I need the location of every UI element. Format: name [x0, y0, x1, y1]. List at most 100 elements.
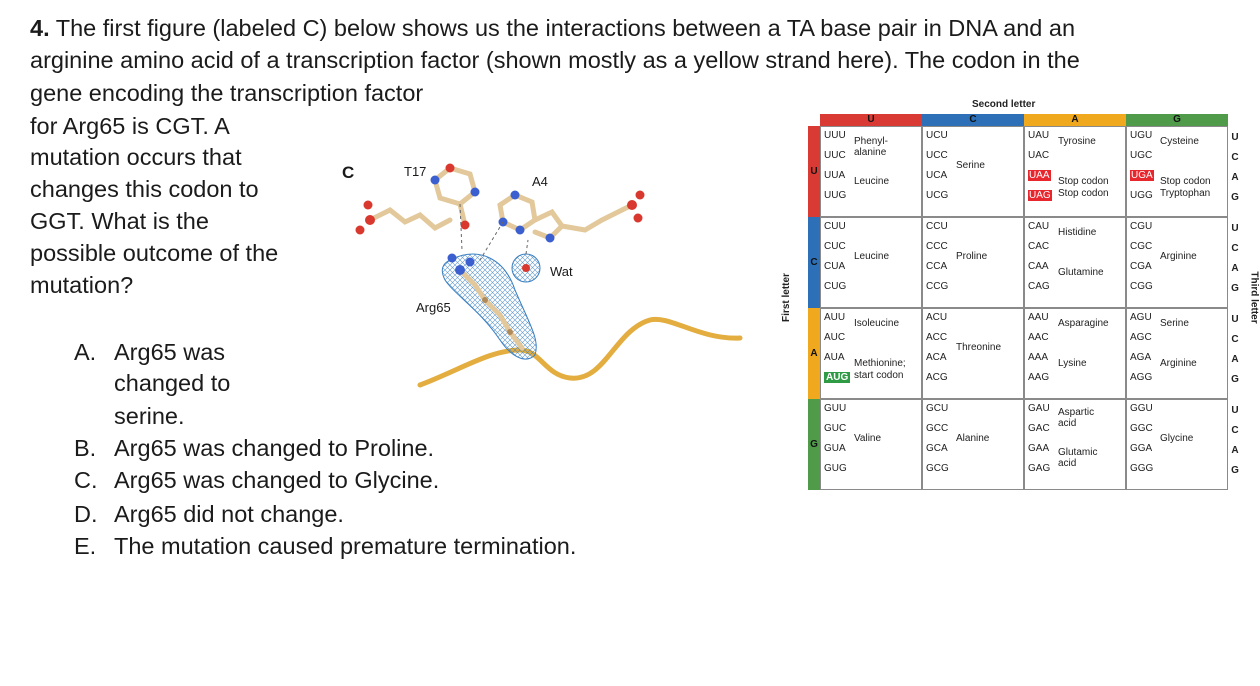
third-letter-g: G: [1231, 465, 1239, 476]
codon: GGG: [1130, 463, 1154, 474]
codon-cell: [1024, 308, 1126, 399]
codon-table: Second letter First letter Third letter …: [781, 96, 1260, 496]
codon: AAC: [1028, 332, 1049, 343]
codon: AUA: [824, 352, 845, 363]
water-molecule: [522, 264, 530, 272]
codon: CCG: [926, 281, 949, 292]
codon-cell: [820, 217, 922, 308]
codon: CGC: [1130, 241, 1153, 252]
codon: UGC: [1130, 150, 1153, 161]
amino-acid-label: Valine: [854, 433, 882, 444]
codon: GGU: [1130, 403, 1153, 414]
third-letter-title: Third letter: [1248, 271, 1260, 324]
codon: AAU: [1028, 312, 1049, 323]
option-text: Arg65 was changed to Glycine.: [114, 467, 440, 493]
codon: GCU: [926, 403, 949, 414]
option-c[interactable]: C.Arg65 was changed to Glycine.: [74, 464, 439, 496]
option-letter: D.: [74, 501, 98, 527]
amino-acid-label: Cysteine: [1160, 136, 1199, 147]
amino-acid-label: Glutamic: [1058, 447, 1098, 458]
codon: CCU: [926, 221, 948, 232]
codon: AAA: [1028, 352, 1049, 363]
question-line-5: mutation occurs that: [30, 144, 242, 170]
amino-acid-label: Leucine: [854, 176, 890, 187]
option-text: Arg65 was: [114, 339, 226, 365]
question-line-3: gene encoding the transcription factor: [30, 80, 424, 106]
question-line-6: changes this codon to: [30, 176, 259, 202]
amino-acid-label: Tyrosine: [1058, 136, 1096, 147]
codon: CUC: [824, 241, 846, 252]
codon: AGU: [1130, 312, 1152, 323]
question-line-9: mutation?: [30, 272, 134, 298]
third-letter-u: U: [1231, 132, 1239, 143]
option-e[interactable]: E. The mutation caused premature terminat…: [74, 530, 576, 562]
codon: ACC: [926, 332, 948, 343]
amino-acid-label: Leucine: [854, 251, 890, 262]
question-line-8: possible outcome of the: [30, 240, 279, 266]
amino-acid-label: Stop codon: [1160, 176, 1211, 187]
option-b[interactable]: B.Arg65 was changed to Proline.: [74, 432, 434, 464]
third-letter-a: A: [1231, 354, 1239, 365]
amino-acid-label: Lysine: [1058, 358, 1087, 369]
codon: UUA: [824, 170, 846, 181]
codon: UCC: [926, 150, 948, 161]
codon: UGG: [1130, 190, 1153, 201]
codon: GGC: [1130, 423, 1153, 434]
third-letter-u: U: [1231, 223, 1239, 234]
codon: AGC: [1130, 332, 1152, 343]
codon: AGG: [1130, 372, 1153, 383]
codon: CCC: [926, 241, 948, 252]
codon: UUG: [824, 190, 847, 201]
hydrogen-bonds: [459, 203, 529, 261]
codon: CCA: [926, 261, 948, 272]
amino-acid-label: Stop codon: [1058, 176, 1109, 187]
codon: ACA: [926, 352, 947, 363]
amino-acid-label: Arginine: [1160, 251, 1197, 262]
third-letter-g: G: [1231, 283, 1239, 294]
codon: CAC: [1028, 241, 1050, 252]
option-letter: E.: [74, 533, 97, 559]
option-d[interactable]: D.Arg65 did not change.: [74, 498, 344, 530]
codon: GAG: [1028, 463, 1051, 474]
third-letter-c: C: [1231, 425, 1239, 436]
codon-cell: [820, 126, 922, 217]
codon: GAC: [1028, 423, 1050, 434]
amino-acid-label: Glycine: [1160, 433, 1194, 444]
codon-cell: [1024, 217, 1126, 308]
question-line-1-text: The first figure (labeled C) below shows…: [49, 15, 1076, 41]
amino-acid-label: Methionine;: [854, 358, 906, 369]
column-header-a: A: [1024, 114, 1126, 126]
codon: CGU: [1130, 221, 1153, 232]
codon-cell: [922, 217, 1024, 308]
third-letter-u: U: [1231, 405, 1239, 416]
third-letter-c: C: [1231, 152, 1239, 163]
codon: UUU: [824, 130, 846, 141]
codon: AUU: [824, 312, 846, 323]
first-letter-title: First letter: [780, 273, 792, 322]
codon: CAA: [1028, 261, 1049, 272]
row-header-g: G: [808, 399, 820, 490]
option-text: The mutation caused premature terminatio…: [114, 533, 577, 559]
codon: UCG: [926, 190, 949, 201]
codon: UAU: [1028, 130, 1050, 141]
label-arg65: Arg65: [416, 300, 451, 315]
codon: GCC: [926, 423, 949, 434]
label-t17: T17: [404, 164, 426, 179]
option-a[interactable]: A.Arg65 was: [74, 336, 225, 368]
codon: AUC: [824, 332, 846, 343]
option-a-line-3: serine.: [114, 403, 185, 429]
codon: CUG: [824, 281, 847, 292]
option-a-line-2: changed to: [114, 370, 231, 396]
amino-acid-label: Serine: [956, 160, 985, 171]
codon: CAU: [1028, 221, 1050, 232]
codon: ACU: [926, 312, 948, 323]
amino-acid-label: Isoleucine: [854, 318, 900, 329]
codon-cell: [1126, 308, 1228, 399]
codon: UUC: [824, 150, 846, 161]
protein-backbone-ribbon: [417, 316, 743, 388]
codon-cell: [1024, 399, 1126, 490]
question-line-1: 4. The first figure (labeled C) below sh…: [30, 12, 1075, 45]
question-line-2: arginine amino acid of a transcription f…: [30, 47, 1080, 73]
amino-acid-label: start codon: [854, 370, 904, 381]
column-header-u: U: [820, 114, 922, 126]
